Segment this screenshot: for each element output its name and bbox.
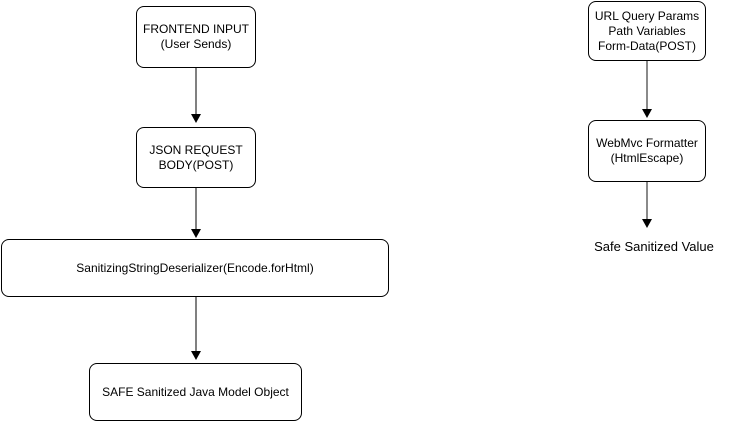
arrow-head-icon: [190, 114, 201, 123]
node-sanitizing-string-deserializer-label: SanitizingStringDeserializer(Encode.forH…: [76, 260, 314, 275]
label-safe-sanitized-value: Safe Sanitized Value: [594, 239, 714, 254]
node-webmvc-formatter-label: WebMvc Formatter (HtmlEscape): [596, 136, 698, 165]
node-url-query-params-label: URL Query Params Path Variables Form-Dat…: [594, 8, 700, 53]
node-webmvc-formatter: WebMvc Formatter (HtmlEscape): [588, 120, 706, 182]
node-sanitizing-string-deserializer: SanitizingStringDeserializer(Encode.forH…: [1, 239, 389, 297]
node-safe-java-model-object-label: SAFE Sanitized Java Model Object: [102, 384, 289, 399]
node-safe-java-model-object: SAFE Sanitized Java Model Object: [89, 363, 302, 421]
arrow-params-to-formatter: [641, 61, 652, 118]
arrow-deserializer-to-model: [190, 297, 201, 360]
node-frontend-input: FRONTEND INPUT (User Sends): [136, 6, 256, 68]
arrow-formatter-to-safe-value: [641, 182, 652, 228]
arrow-head-icon: [190, 229, 201, 238]
arrow-shaft: [645, 182, 648, 220]
arrow-head-icon: [190, 351, 201, 360]
node-frontend-input-label: FRONTEND INPUT (User Sends): [143, 22, 249, 51]
arrow-frontend-to-json: [190, 68, 201, 123]
node-json-request-body: JSON REQUEST BODY(POST): [136, 127, 256, 188]
arrow-head-icon: [641, 219, 652, 228]
arrow-shaft: [195, 297, 196, 352]
arrow-shaft: [195, 68, 196, 115]
node-url-query-params: URL Query Params Path Variables Form-Dat…: [588, 1, 706, 61]
arrow-shaft: [645, 61, 648, 110]
arrow-shaft: [195, 188, 196, 230]
node-json-request-body-label: JSON REQUEST BODY(POST): [149, 142, 243, 172]
arrow-json-to-deserializer: [190, 188, 201, 238]
arrow-head-icon: [641, 109, 652, 118]
